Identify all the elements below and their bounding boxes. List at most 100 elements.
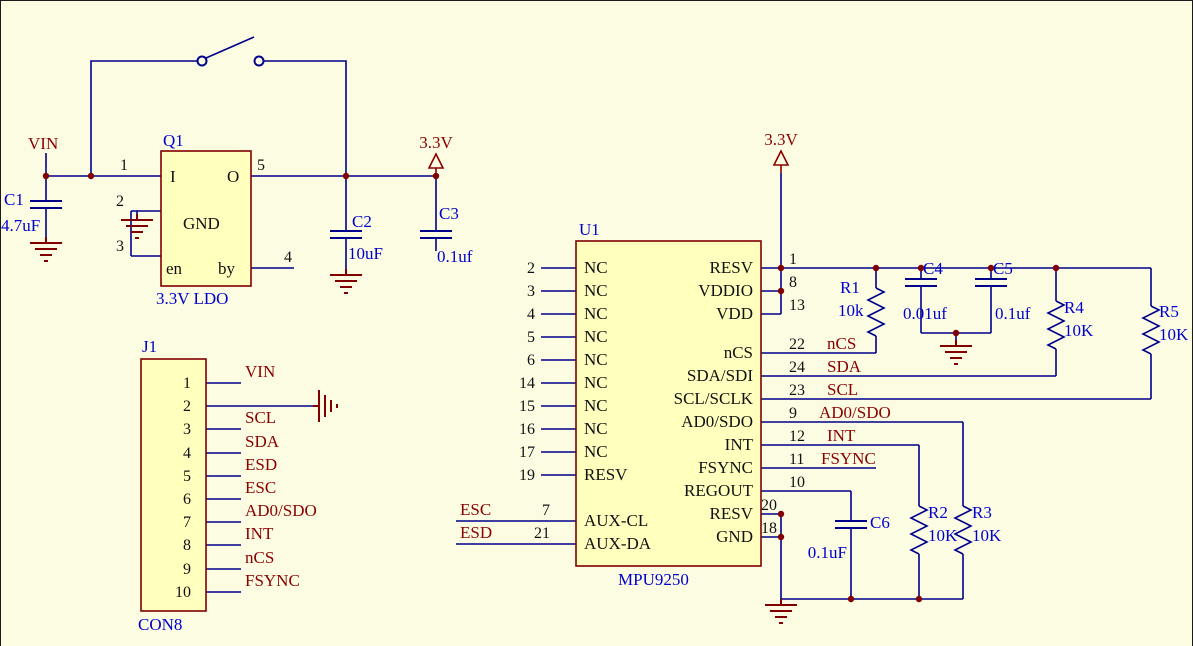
j1-pin-number: 7 — [183, 514, 191, 531]
q1-pin-out-name: O — [227, 167, 239, 186]
j1-pin-number: 10 — [175, 584, 191, 601]
cap-c5-symbol — [974, 278, 1008, 287]
j1-pin-number: 3 — [183, 421, 191, 438]
ground-symbol-c4c5 — [939, 339, 973, 365]
junction-dot — [917, 264, 925, 272]
u1-left-pin-number: 14 — [519, 375, 535, 392]
u1-left-pin-number: 15 — [519, 398, 535, 415]
u1-left-pin-number: 3 — [527, 283, 535, 300]
r3-designator: R3 — [972, 503, 992, 522]
j1-pin-number: 6 — [183, 491, 191, 508]
u1-right-pin-number: 22 — [789, 336, 805, 353]
junction-dot — [342, 172, 350, 180]
net-label-sda: SDA — [827, 357, 862, 376]
resistor-r3-symbol — [954, 505, 972, 555]
mpu9250-u1-labels: U1 MPU9250 2 3 4 5 6 14 15 16 17 19 NC N… — [460, 220, 891, 589]
wires-j1 — [206, 382, 313, 593]
switch-contact-right — [253, 55, 265, 67]
u1-right-pin-number: 11 — [789, 451, 804, 468]
r2-value: 10K — [928, 526, 958, 545]
u1-right-pin-number: 18 — [761, 520, 777, 537]
c3-designator: C3 — [439, 204, 459, 223]
ground-symbol-j1-pin2 — [312, 389, 338, 423]
cap-c6-symbol — [834, 520, 868, 529]
u1-right-pin-number: 10 — [789, 474, 805, 491]
q1-pin-gnd-name: GND — [183, 214, 220, 233]
r5-designator: R5 — [1159, 302, 1179, 321]
c3-value: 0.1uf — [437, 247, 473, 266]
u1-left-pin-name: NC — [584, 396, 608, 415]
u1-right-pin-number: 24 — [789, 359, 805, 376]
u1-right-pin-number: 23 — [789, 382, 805, 399]
j1-pin-number: 4 — [183, 445, 191, 462]
u1-left-pin-number: 17 — [519, 444, 535, 461]
mpu9250-u1-body — [575, 240, 762, 567]
u1-aux-pin-number: 21 — [534, 525, 550, 542]
switch-contact-left — [196, 55, 208, 67]
junction-dots — [42, 172, 1060, 603]
u1-right-pin-number: 20 — [761, 497, 777, 514]
u1-left-pin-name: NC — [584, 419, 608, 438]
u1-right-pin-name: SCL/SCLK — [674, 389, 754, 408]
r1-designator: R1 — [840, 278, 860, 297]
u1-left-pin-number: 16 — [519, 421, 535, 438]
j1-net-label: SDA — [245, 432, 280, 451]
junction-dot — [777, 510, 785, 518]
u1-right-pin-name: nCS — [724, 343, 753, 362]
cap-c4-symbol — [904, 278, 938, 287]
cap-c2-symbol — [329, 230, 363, 239]
junction-dot — [987, 264, 995, 272]
j1-pin-number: 8 — [183, 537, 191, 554]
c5-designator: C5 — [993, 259, 1013, 278]
c5-value: 0.1uf — [995, 304, 1031, 323]
u1-right-pin-name: SDA/SDI — [687, 366, 753, 385]
switch-blade — [205, 36, 255, 59]
ground-symbol-q1 — [120, 213, 154, 239]
power-symbol-3v3-mpu — [773, 150, 789, 174]
r5-value: 10K — [1159, 325, 1189, 344]
junction-dot — [872, 264, 880, 272]
r1-value: 10k — [838, 301, 864, 320]
j1-net-label: AD0/SDO — [245, 501, 317, 520]
resistor-r5-symbol — [1142, 305, 1160, 355]
u1-left-pin-name: NC — [584, 281, 608, 300]
power-label-3v3-ldo: 3.3V — [419, 133, 453, 152]
q1-pin4-number: 4 — [284, 249, 292, 266]
u1-left-pin-name: NC — [584, 350, 608, 369]
connector-j1-labels: J1 CON8 1 2 3 4 5 6 7 8 9 10 VIN SCL SDA… — [138, 337, 317, 634]
ground-symbol-c2 — [329, 268, 363, 294]
j1-net-label: ESC — [245, 478, 276, 497]
junction-dot — [777, 287, 785, 295]
q1-pin-in-name: I — [170, 167, 176, 186]
q1-pin2-number: 2 — [116, 193, 124, 210]
j1-net-label: FSYNC — [245, 571, 300, 590]
cap-c1-symbol — [29, 200, 63, 209]
junction-dot — [1052, 264, 1060, 272]
power-symbol-3v3-ldo — [428, 153, 444, 177]
u1-right-pin-number: 12 — [789, 428, 805, 445]
q1-description: 3.3V LDO — [156, 289, 228, 308]
c6-value: 0.1uF — [808, 543, 847, 562]
r4-value: 10K — [1064, 321, 1094, 340]
j1-net-label: ESD — [245, 455, 277, 474]
u1-aux-pin-name: AUX-CL — [584, 511, 648, 530]
junction-dot — [847, 595, 855, 603]
u1-left-pin-number: 6 — [527, 352, 535, 369]
resistor-r4-symbol — [1047, 300, 1065, 350]
connector-j1-body — [140, 358, 207, 612]
u1-left-pin-name: NC — [584, 442, 608, 461]
u1-left-pin-name: RESV — [584, 465, 628, 484]
j1-net-label: INT — [245, 524, 274, 543]
net-label-vin: VIN — [28, 134, 58, 153]
net-label-scl: SCL — [827, 380, 858, 399]
r2-designator: R2 — [928, 503, 948, 522]
power-label-3v3-mpu: 3.3V — [764, 130, 798, 149]
r3-value: 10K — [972, 526, 1002, 545]
c6-designator: C6 — [870, 513, 890, 532]
passive-part-labels: R1 10k C4 0.01uf C5 0.1uf R4 10K R5 10K … — [808, 259, 1189, 562]
u1-aux-pin-name: AUX-DA — [584, 534, 652, 553]
u1-right-pin-number: 13 — [789, 297, 805, 314]
c4-designator: C4 — [923, 259, 943, 278]
